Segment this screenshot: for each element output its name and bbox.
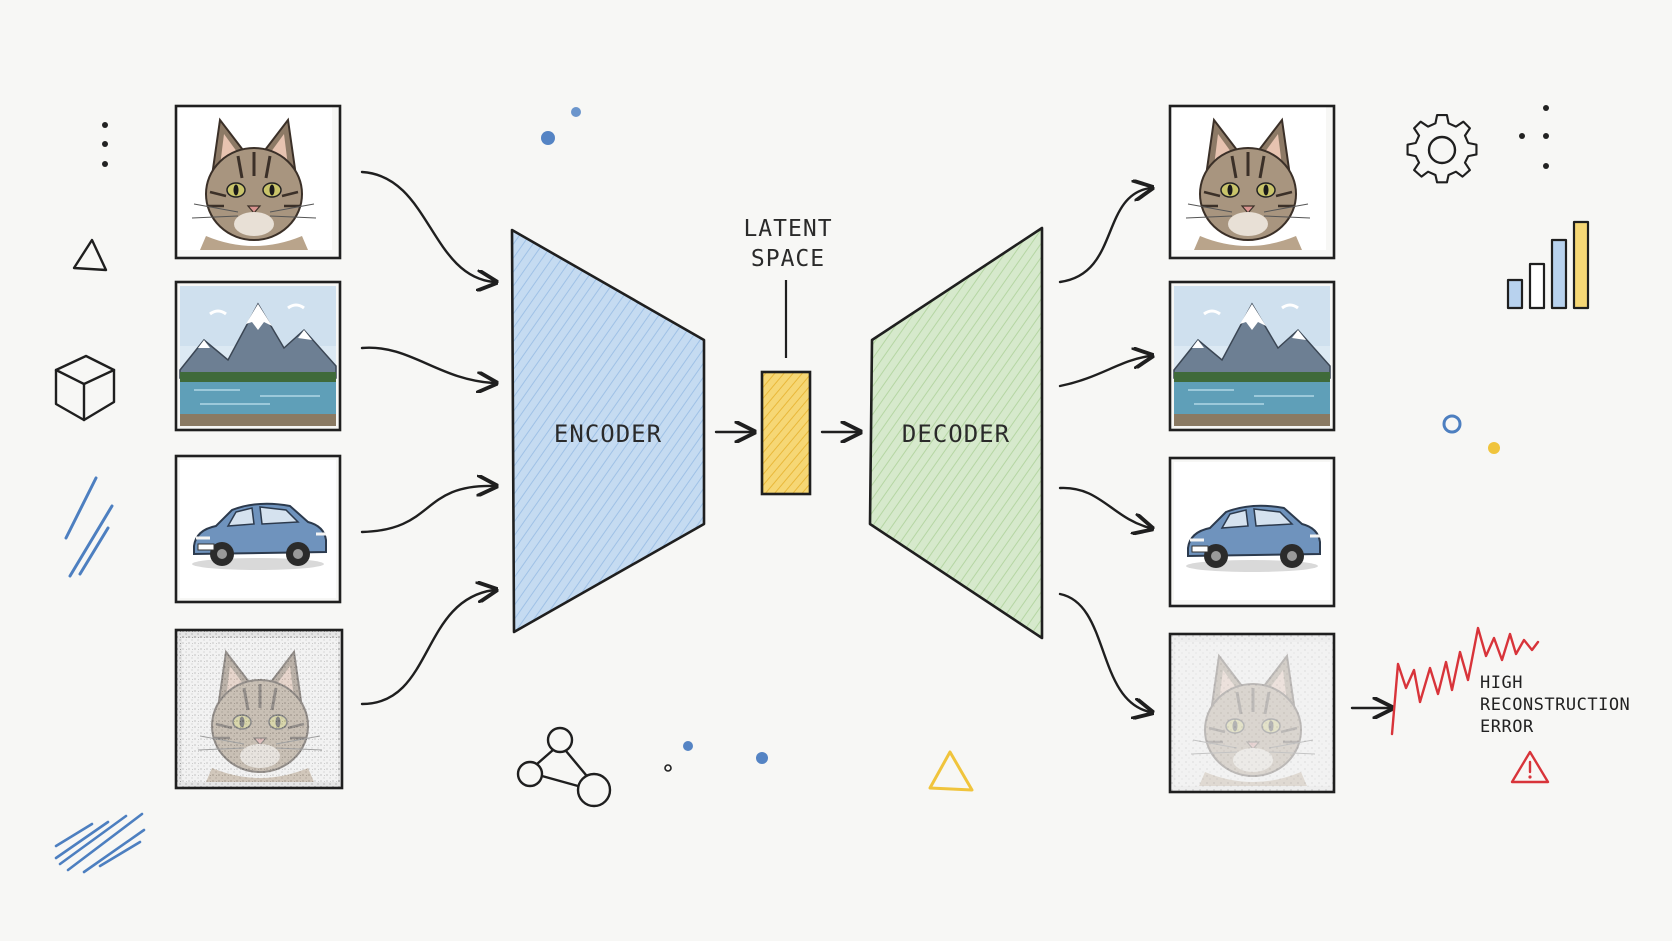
arrow-input-4 — [360, 590, 494, 706]
decoder-block: DECODER — [868, 226, 1044, 640]
output-image-cat — [1168, 104, 1336, 260]
bar-chart-doodle-icon — [1506, 220, 1590, 310]
decorative-dots-left — [102, 122, 108, 167]
error-label-line3: ERROR — [1480, 717, 1534, 737]
decorative-dot — [1488, 442, 1500, 454]
input-arrows — [360, 170, 494, 706]
warning-icon — [1510, 750, 1550, 784]
decorative-dots-right — [1519, 105, 1549, 169]
latent-space-block: LATENT SPACE — [743, 216, 832, 496]
arrow-output-1 — [1058, 188, 1150, 284]
output-arrows — [1058, 188, 1150, 712]
arrow-output-4 — [1058, 592, 1150, 712]
decorative-dot — [756, 752, 768, 764]
blue-hatch-doodle — [64, 476, 114, 578]
decorative-dot — [664, 764, 672, 772]
decorative-dot — [683, 741, 693, 751]
decorative-ring — [1442, 414, 1462, 434]
output-image-car — [1168, 456, 1336, 608]
decoder-label: DECODER — [902, 420, 1010, 448]
cube-doodle-icon — [54, 354, 116, 422]
blue-scribble-doodle — [54, 812, 146, 874]
yellow-triangle-doodle-icon — [928, 750, 974, 792]
arrow-input-1 — [360, 170, 494, 282]
decorative-dot — [571, 107, 581, 117]
output-image-blurry-cat — [1168, 632, 1336, 794]
arrow-output-3 — [1058, 486, 1150, 528]
input-image-mountain-lake — [174, 280, 342, 432]
error-label-line1: HIGH — [1480, 673, 1523, 693]
triangle-doodle-icon — [72, 238, 108, 272]
error-signal-icon — [1390, 626, 1540, 736]
arrow-input-2 — [360, 346, 494, 383]
gear-icon — [1406, 114, 1478, 184]
encoder-label: ENCODER — [554, 420, 662, 448]
input-image-cat — [174, 104, 342, 260]
input-image-car — [174, 454, 342, 604]
arrow-output-2 — [1058, 356, 1150, 388]
input-image-noisy-cat — [174, 628, 344, 790]
latent-label-line2: SPACE — [751, 246, 825, 272]
error-label-line2: RECONSTRUCTION — [1480, 695, 1630, 715]
graph-nodes-doodle-icon — [516, 726, 612, 808]
arrow-input-3 — [360, 486, 494, 534]
latent-label-line1: LATENT — [743, 216, 832, 242]
decorative-dot — [541, 131, 555, 145]
encoder-block: ENCODER — [510, 228, 706, 634]
output-image-mountain-lake — [1168, 280, 1336, 432]
